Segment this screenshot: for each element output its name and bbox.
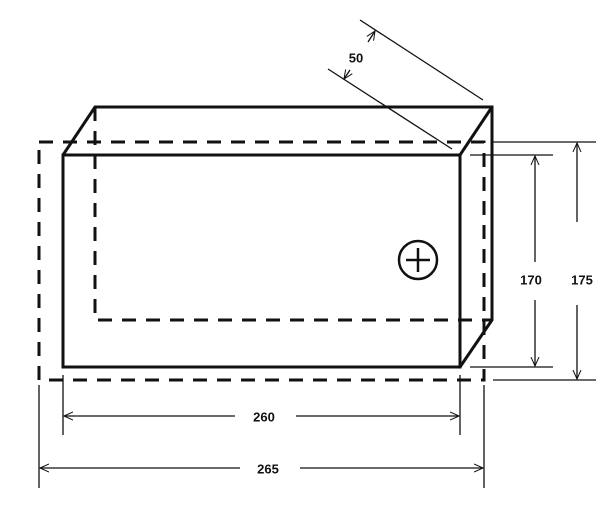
dimension-outer-height — [492, 141, 596, 381]
dimension-outer-width — [38, 385, 485, 488]
depth-label: 50 — [346, 50, 366, 66]
dimension-inner-height — [470, 154, 553, 368]
box-front-face — [61, 153, 462, 369]
outer-dashed-envelope — [37, 140, 486, 382]
plus-circle-icon — [397, 239, 439, 281]
inner-width-label: 260 — [251, 409, 277, 425]
dimension-depth — [327, 19, 484, 150]
outer-width-label: 265 — [255, 461, 281, 477]
box-corner-edge — [458, 106, 494, 156]
inner-height-label: 170 — [518, 272, 544, 288]
hidden-edges — [93, 107, 492, 322]
dimension-inner-width — [62, 375, 461, 435]
outer-height-label: 175 — [569, 272, 595, 288]
box-top-right-edges — [61, 105, 494, 368]
